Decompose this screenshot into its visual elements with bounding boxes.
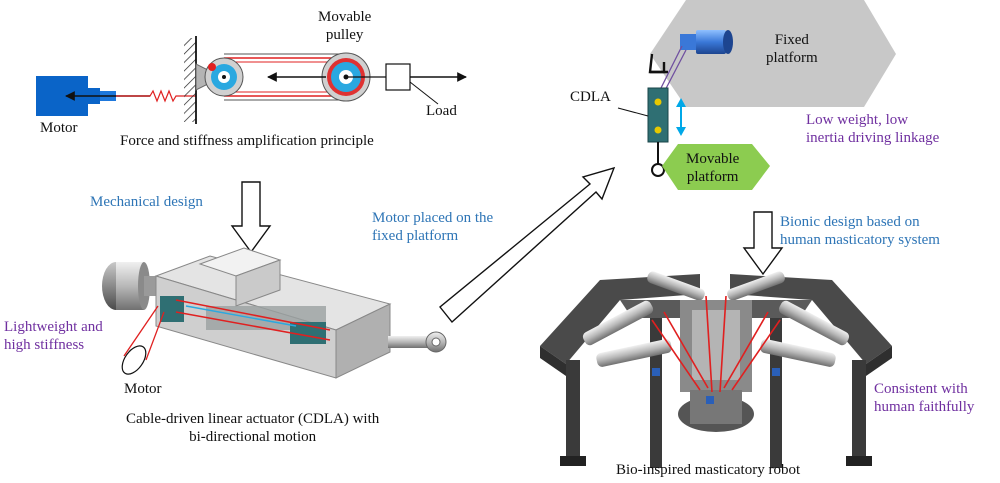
amplification-principle-schematic — [36, 36, 467, 124]
fixed-platform-shape — [650, 0, 896, 107]
down-arrow-right — [742, 211, 784, 276]
cdla-actuator-body — [647, 87, 669, 143]
cdla-linkage-schematic — [617, 0, 896, 190]
bidirectional-arrow — [676, 98, 686, 136]
bionic-design-label: Bionic design based on human masticatory… — [780, 214, 940, 248]
load-label: Load — [426, 103, 457, 119]
movable-platform-shape — [662, 144, 770, 190]
cdla-actuator-render — [102, 247, 447, 379]
motor-ellipse — [121, 345, 147, 375]
movable-pulley-label: Movable pulley — [318, 9, 372, 43]
low-weight-label: Low weight, low inertia driving linkage — [806, 112, 940, 146]
motor-label-bottom: Motor — [124, 381, 162, 397]
cdla-label: CDLA — [570, 89, 611, 105]
robot-caption: Bio-inspired masticatory robot — [616, 462, 801, 478]
motor-placed-label: Motor placed on the fixed platform — [372, 210, 494, 244]
movable-pulley — [321, 52, 371, 102]
cdla-caption: Cable-driven linear actuator (CDLA) with… — [126, 411, 380, 445]
spring — [116, 89, 196, 103]
down-arrow-left — [230, 181, 272, 254]
consistent-label: Consistent with human faithfully — [874, 381, 975, 415]
lightweight-label: Lightweight and high stiffness — [4, 319, 103, 353]
diagonal-arrow — [439, 166, 616, 324]
load-box — [385, 63, 411, 91]
masticatory-robot-render — [540, 271, 892, 468]
mechanical-design-label: Mechanical design — [90, 194, 203, 210]
fixed-wall — [184, 38, 196, 122]
motor-label-top: Motor — [40, 120, 78, 136]
fixed-platform-label: Fixed platform — [766, 32, 818, 66]
movable-platform-label: Movable platform — [686, 151, 740, 185]
fixed-pulley — [204, 57, 244, 97]
principle-caption: Force and stiffness amplification princi… — [120, 133, 374, 149]
